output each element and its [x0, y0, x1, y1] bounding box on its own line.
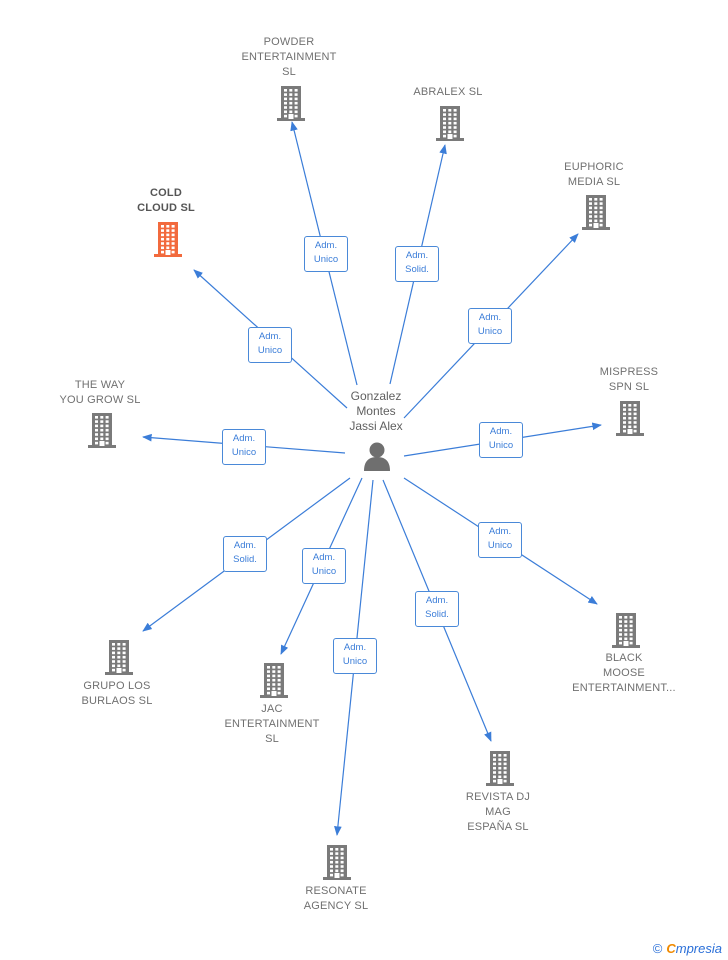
- role-badge-grupo: Adm. Solid.: [223, 536, 267, 572]
- footer-brand[interactable]: ©Cmpresia: [653, 941, 722, 956]
- copyright-icon: ©: [652, 941, 663, 956]
- company-label-abralex[interactable]: ABRALEX SL: [413, 86, 483, 98]
- company-label-resonate[interactable]: RESONATE AGENCY SL: [303, 885, 369, 912]
- building-icon-revista[interactable]: [485, 750, 515, 786]
- company-label-black[interactable]: BLACK MOOSE ENTERTAINMENT...: [572, 652, 676, 694]
- building-icon-euphoric[interactable]: [581, 194, 611, 230]
- brand-name: mpresia: [675, 941, 722, 956]
- building-icon-black[interactable]: [611, 612, 641, 648]
- brand-initial: C: [666, 941, 676, 956]
- company-label-theway[interactable]: THE WAY YOU GROW SL: [59, 379, 141, 406]
- building-icon-grupo[interactable]: [104, 639, 134, 675]
- company-label-cold[interactable]: COLD CLOUD SL: [137, 187, 195, 214]
- role-badge-mispress: Adm. Unico: [479, 422, 523, 458]
- role-badge-revista: Adm. Solid.: [415, 591, 459, 627]
- company-label-euphoric[interactable]: EUPHORIC MEDIA SL: [564, 161, 624, 188]
- building-icon-theway[interactable]: [87, 412, 117, 448]
- company-label-jac[interactable]: JAC ENTERTAINMENT SL: [224, 703, 320, 745]
- role-badge-euphoric: Adm. Unico: [468, 308, 512, 344]
- building-icon-abralex[interactable]: [435, 105, 465, 141]
- building-icon-mispress[interactable]: [615, 400, 645, 436]
- person-icon[interactable]: [362, 440, 392, 472]
- role-badge-cold: Adm. Unico: [248, 327, 292, 363]
- building-icon-resonate[interactable]: [322, 844, 352, 880]
- company-label-grupo[interactable]: GRUPO LOS BURLAOS SL: [81, 680, 153, 707]
- role-badge-resonate: Adm. Unico: [333, 638, 377, 674]
- role-badge-black: Adm. Unico: [478, 522, 522, 558]
- building-icon-cold[interactable]: [153, 221, 183, 257]
- company-label-powder[interactable]: POWDER ENTERTAINMENT SL: [241, 36, 337, 78]
- company-label-revista[interactable]: REVISTA DJ MAG ESPAÑA SL: [465, 791, 531, 833]
- person-name[interactable]: Gonzalez Montes Jassi Alex: [349, 389, 403, 433]
- role-badge-jac: Adm. Unico: [302, 548, 346, 584]
- company-label-mispress[interactable]: MISPRESS SPN SL: [599, 366, 659, 393]
- building-icon-jac[interactable]: [259, 662, 289, 698]
- role-badge-powder: Adm. Unico: [304, 236, 348, 272]
- role-badge-theway: Adm. Unico: [222, 429, 266, 465]
- building-icon-powder[interactable]: [276, 85, 306, 121]
- role-badge-abralex: Adm. Solid.: [395, 246, 439, 282]
